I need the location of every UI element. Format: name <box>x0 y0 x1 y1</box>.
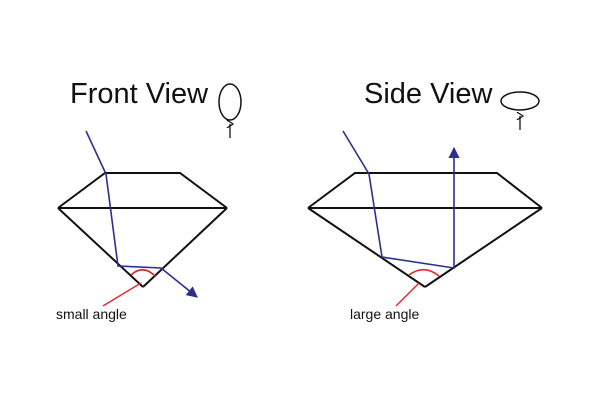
side-gem-pavilion-right <box>424 207 543 288</box>
front-view-panel <box>57 83 242 307</box>
side-light-ray <box>342 130 460 269</box>
side-view-panel <box>307 91 543 307</box>
front-gem-outline <box>57 172 228 288</box>
front-light-ray <box>85 130 198 298</box>
front-angle-arc <box>130 268 156 277</box>
front-angle-pointer <box>102 282 142 307</box>
side-view-title: Side View <box>364 78 493 110</box>
side-view-eye-icon <box>500 91 540 111</box>
side-gem-crown <box>307 172 543 209</box>
side-gem-outline <box>307 172 543 288</box>
side-angle-arc <box>408 268 440 277</box>
side-angle-pointer <box>395 282 420 307</box>
front-gem-pavilion-left <box>57 207 144 288</box>
front-gem-crown <box>57 172 228 209</box>
large-angle-label: large angle <box>350 306 420 322</box>
small-angle-label: small angle <box>56 306 127 322</box>
front-view-eye-icon <box>218 83 242 121</box>
front-view-title: Front View <box>70 78 209 110</box>
side-gem-pavilion-left <box>307 207 426 288</box>
front-gem-pavilion-right <box>142 207 228 288</box>
